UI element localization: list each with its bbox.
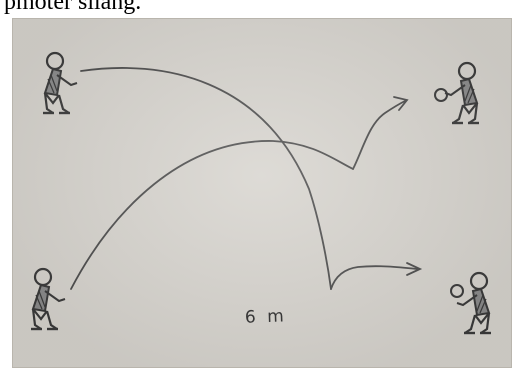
drill-sketch: 6 m [12, 18, 512, 368]
player-bottom-right [457, 273, 491, 333]
pass-top-left-to-bottom-right [80, 67, 423, 290]
caption-text: pmoter silang. [4, 0, 142, 15]
pass-bottom-left-to-top-right [70, 96, 409, 290]
ball-icon [434, 88, 448, 102]
drill-diagram [29, 51, 512, 368]
ball-icon [450, 284, 464, 298]
player-top-right [445, 63, 479, 123]
distance-label: 6 m [244, 306, 288, 328]
player-top-left [41, 51, 79, 115]
player-bottom-left [29, 267, 67, 331]
